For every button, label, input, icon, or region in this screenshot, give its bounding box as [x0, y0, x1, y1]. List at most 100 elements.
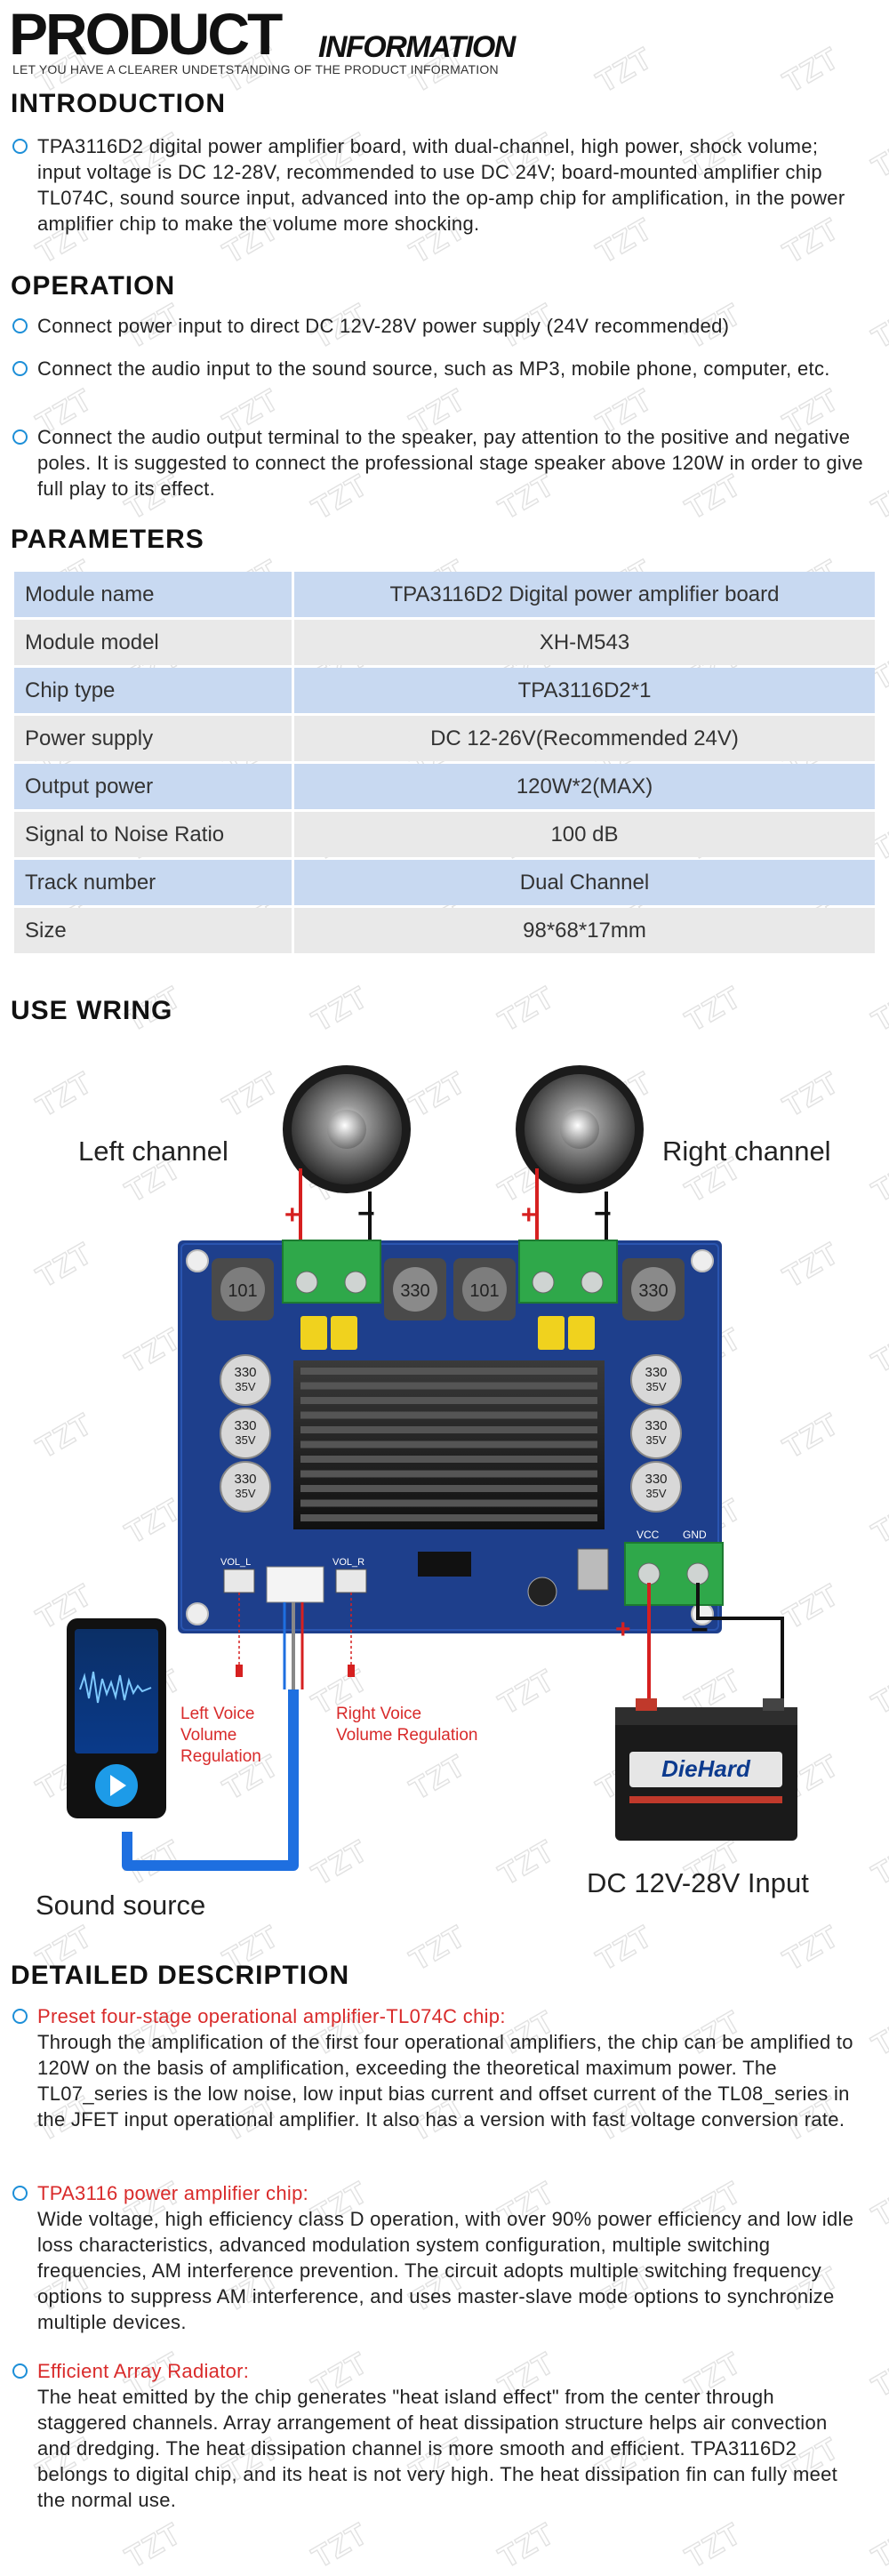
wiring-graphics: + − + − — [67, 1065, 797, 1871]
param-value: Dual Channel — [294, 860, 875, 905]
left-volume-label: Left Voice Volume Regulation — [180, 1705, 261, 1766]
operation-item: Connect power input to direct DC 12V-28V… — [12, 313, 866, 341]
introduction-text: TPA3116D2 digital power amplifier board,… — [37, 135, 845, 235]
power-input-label: DC 12V-28V Input — [587, 1867, 809, 1898]
watermark-text: TZT — [866, 297, 889, 357]
watermark-text: TZT — [306, 980, 374, 1039]
parameters-title: PARAMETERS — [11, 525, 204, 554]
inductor-mark: 101 — [228, 1281, 257, 1301]
battery-brand-logo: DieHard — [661, 1755, 751, 1782]
svg-text:35V: 35V — [645, 1487, 666, 1500]
left-channel-label: Left channel — [78, 1136, 228, 1167]
introduction-title: INTRODUCTION — [11, 89, 226, 118]
param-value: 120W*2(MAX) — [294, 764, 875, 809]
heatsink-icon — [293, 1360, 605, 1529]
param-key: Size — [14, 908, 294, 953]
detail-text: Wide voltage, high efficiency class D op… — [37, 2208, 854, 2333]
watermark-text: TZT — [866, 126, 889, 186]
param-key: Chip type — [14, 668, 294, 713]
detail-item: TPA3116 power amplifier chip: Wide volta… — [12, 2180, 866, 2336]
heatsink-fin — [300, 1397, 597, 1404]
heatsink-fin — [300, 1485, 597, 1492]
regulator-icon — [577, 1548, 609, 1591]
vcc-silkscreen: VCC — [637, 1529, 660, 1541]
svg-text:35V: 35V — [235, 1487, 255, 1500]
watermark-text: TZT — [493, 2516, 561, 2576]
param-value: TPA3116D2*1 — [294, 668, 875, 713]
detail-item: Preset four-stage operational amplifier-… — [12, 2003, 866, 2159]
heatsink-fin — [300, 1499, 597, 1507]
watermark-text: TZT — [119, 2516, 188, 2576]
detail-heading: Efficient Array Radiator: — [37, 2360, 250, 2382]
header-subtitle: LET YOU HAVE A CLEARER UNDETSTANDING OF … — [12, 62, 499, 76]
vol-r-silkscreen: VOL_R — [332, 1557, 364, 1568]
page-header: PRODUCT INFORMATION LET YOU HAVE A CLEAR… — [9, 2, 880, 78]
small-capacitor-icon — [527, 1577, 557, 1607]
left-volume-pot-icon — [223, 1569, 255, 1593]
film-capacitor-icon — [300, 1316, 327, 1350]
negative-power-wire — [696, 1583, 784, 1725]
watermark-text: TZT — [679, 980, 748, 1039]
detailed-description-title: DETAILED DESCRIPTION — [11, 1961, 350, 1990]
right-channel-label: Right channel — [662, 1136, 831, 1167]
svg-text:330: 330 — [234, 1472, 256, 1487]
inductor-icon: 330 — [384, 1258, 446, 1320]
operation-text: Connect power input to direct DC 12V-28V… — [37, 315, 730, 337]
car-battery-icon: DieHard — [615, 1698, 797, 1841]
left-speaker-icon — [283, 1065, 411, 1193]
sound-source-label: Sound source — [36, 1890, 206, 1921]
header-product-title: PRODUCT — [9, 1, 283, 67]
right-volume-pot-icon — [335, 1569, 367, 1593]
param-value: 98*68*17mm — [294, 908, 875, 953]
power-minus-sign: − — [691, 1613, 709, 1647]
op-amp-chip-icon — [418, 1552, 471, 1577]
watermark-text: TZT — [306, 2516, 374, 2576]
left-minus-sign: − — [357, 1197, 375, 1231]
inductor-mark: 330 — [638, 1281, 668, 1301]
svg-text:330: 330 — [645, 1365, 667, 1380]
detail-heading: Preset four-stage operational amplifier-… — [37, 2005, 506, 2027]
gnd-silkscreen: GND — [683, 1529, 707, 1541]
header-information-title: INFORMATION — [318, 30, 516, 64]
detail-body: TPA3116 power amplifier chip: Wide volta… — [37, 2180, 866, 2335]
bullet-circle-icon — [12, 429, 28, 445]
heatsink-fin — [300, 1440, 597, 1448]
heatsink-fin — [300, 1456, 597, 1463]
detail-heading: TPA3116 power amplifier chip: — [37, 2182, 309, 2204]
inductor-mark: 101 — [469, 1281, 499, 1301]
operation-item: Connect the audio output terminal to the… — [12, 424, 866, 504]
param-value: 100 dB — [294, 812, 875, 857]
watermark-text: TZT — [866, 980, 889, 1039]
heatsink-fin — [300, 1514, 597, 1521]
svg-text:330: 330 — [234, 1365, 256, 1380]
operation-title: OPERATION — [11, 271, 176, 301]
film-capacitor-icon — [568, 1316, 595, 1350]
param-key: Track number — [14, 860, 294, 905]
param-key: Module model — [14, 620, 294, 665]
left-plus-sign: + — [284, 1200, 300, 1230]
introduction-item: TPA3116D2 digital power amplifier board,… — [12, 133, 866, 258]
bullet-circle-icon — [12, 2363, 28, 2379]
mp3-player-icon — [67, 1618, 166, 1818]
inductor-mark: 330 — [400, 1281, 429, 1301]
svg-text:35V: 35V — [235, 1380, 255, 1393]
detail-text: The heat emitted by the chip generates "… — [37, 2386, 838, 2511]
bullet-circle-icon — [12, 2009, 28, 2024]
watermark-text: TZT — [679, 2516, 748, 2576]
heatsink-fin — [300, 1368, 597, 1375]
heatsink-fin — [300, 1382, 597, 1390]
film-capacitor-icon — [331, 1316, 357, 1350]
detail-item: Efficient Array Radiator: The heat emitt… — [12, 2358, 866, 2514]
right-minus-sign: − — [594, 1197, 612, 1231]
param-key: Output power — [14, 764, 294, 809]
audio-cable — [122, 1689, 299, 1871]
